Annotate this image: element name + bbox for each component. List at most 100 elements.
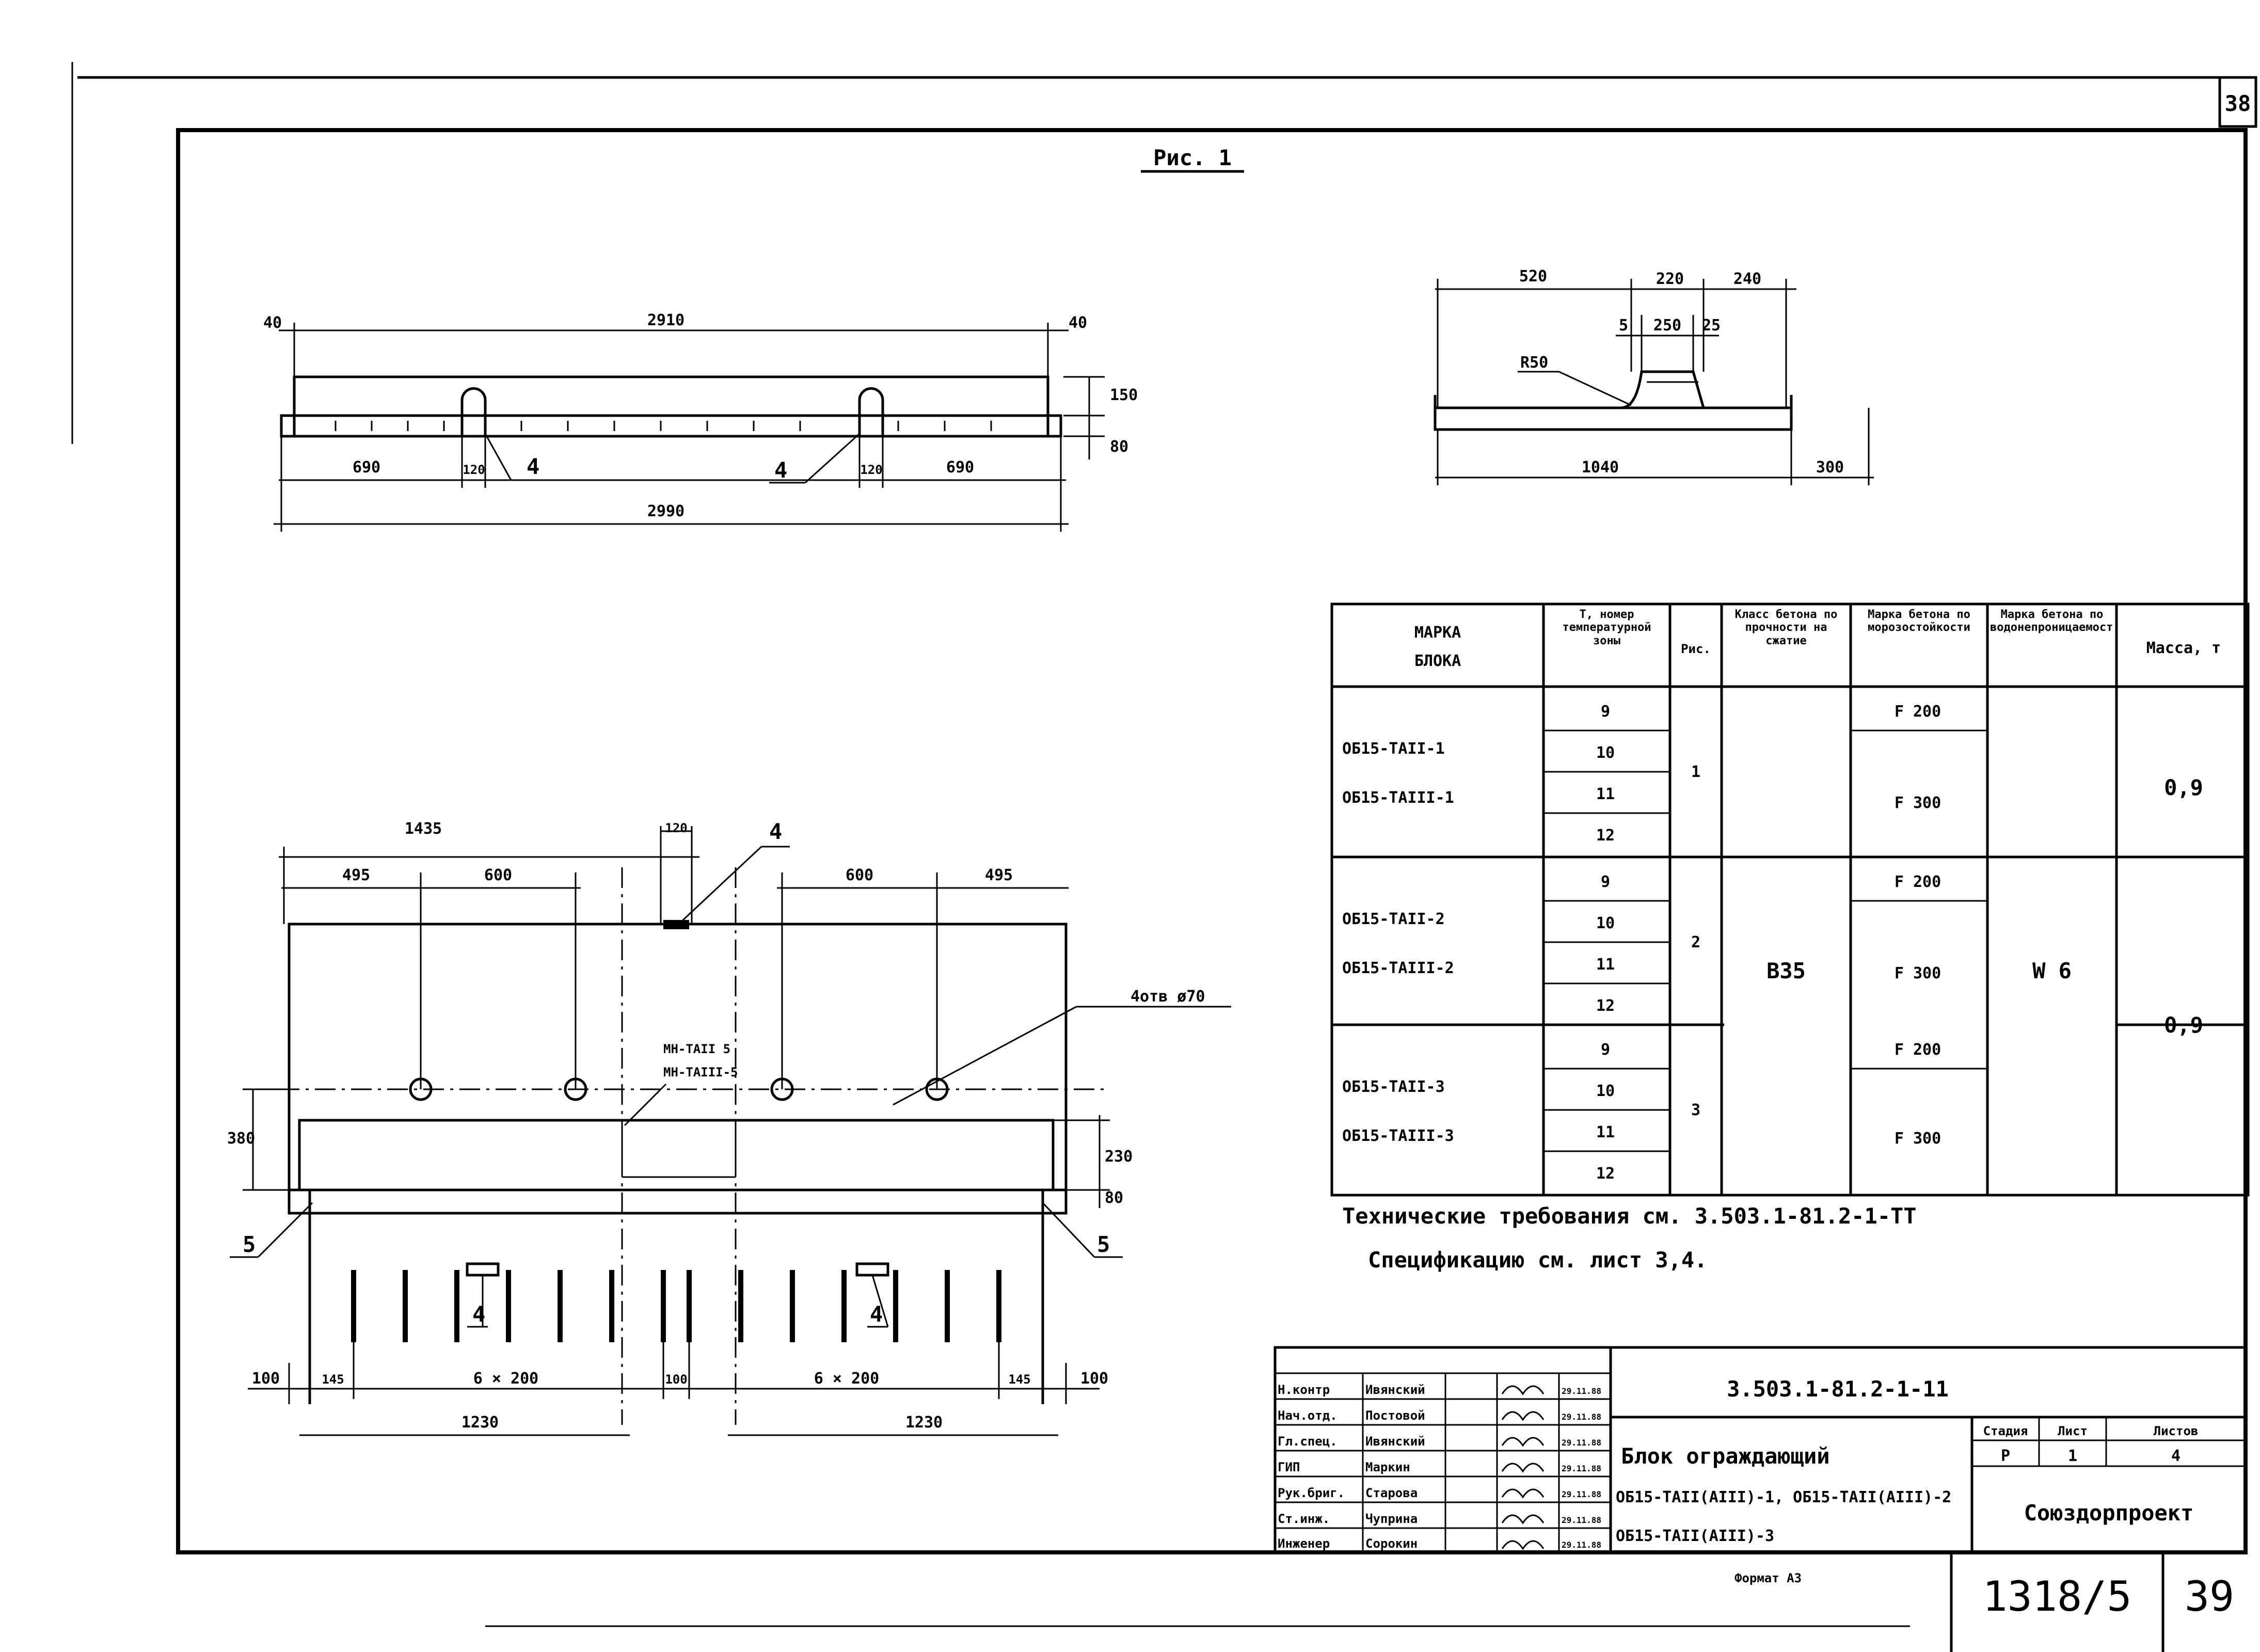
plan-holes-label: 4отв ø70	[1131, 988, 1205, 1006]
th-zone: T, номер температурной зоны	[1562, 608, 1651, 647]
g3-fig: 3	[1691, 1101, 1700, 1119]
side-dim-120-left: 120	[463, 463, 485, 477]
notes: Технические требования см. 3.503.1-81.2-…	[1342, 1203, 1917, 1273]
plan-leader-4-top: 4	[769, 819, 782, 844]
stamp-sheet: 1	[2068, 1447, 2077, 1465]
plan-mn-label-2: МН-ТАIII-5	[663, 1065, 738, 1079]
stamp-role-5: Рук.бриг.	[1278, 1486, 1345, 1500]
stamp-role-2: Нач.отд.	[1278, 1408, 1338, 1423]
plan-leader-4-bottom-right: 4	[870, 1301, 883, 1327]
section-radius-r50: R50	[1520, 354, 1548, 372]
plan-dim-100-left: 100	[252, 1370, 280, 1388]
g1-mark-1: ОБ15-ТАII-1	[1342, 740, 1445, 758]
side-dim-690-right: 690	[946, 458, 974, 476]
spec-table: МАРКА БЛОКА T, номер температурной зоны …	[1330, 602, 2250, 1197]
plan-dim-100-right: 100	[1080, 1370, 1108, 1388]
bottom-strip: Формат А3 1318/5 39	[485, 1554, 2234, 1652]
plan-dim-1435: 1435	[405, 820, 442, 838]
g3-zone-10: 10	[1596, 1082, 1615, 1100]
stamp-org: Союздорпроект	[2024, 1500, 2194, 1526]
g2-zone-12: 12	[1596, 997, 1615, 1015]
th-water-box: Марка бетона по водонепроницаемости	[1990, 608, 2114, 634]
stamp-role-4: ГИП	[1278, 1460, 1300, 1474]
stamp-date-6: 29.11.88	[1562, 1515, 1601, 1525]
stamp-date-7: 29.11.88	[1562, 1540, 1601, 1550]
concrete-class: В35	[1766, 958, 1806, 983]
top-sheet-number: 38	[2225, 91, 2251, 116]
g1-zone-10: 10	[1596, 744, 1615, 762]
g2-frost-300: F 300	[1895, 964, 1941, 982]
section-dim-1040: 1040	[1582, 458, 1619, 476]
section-dim-300: 300	[1816, 458, 1844, 476]
section-dim-520: 520	[1519, 267, 1547, 285]
plan-dim-145-right: 145	[1008, 1372, 1030, 1387]
stamp-role-7: Инженер	[1278, 1536, 1330, 1551]
format-label: Формат А3	[1734, 1571, 1802, 1585]
section-view: 520 220 240 5 250 25 R50 1040 300	[1434, 267, 1874, 485]
plan-dim-80: 80	[1105, 1189, 1123, 1207]
side-leader-4-right: 4	[774, 457, 787, 483]
th-frost: Марка бетона по морозостойкости	[1868, 608, 1970, 634]
water-resistance: W 6	[2032, 958, 2072, 983]
g1-zone-12: 12	[1596, 827, 1615, 845]
th-mass: Масса, т	[2146, 639, 2221, 657]
th-zone-box: T, номер температурной зоны	[1562, 608, 1651, 647]
side-dim-2990: 2990	[647, 502, 685, 520]
section-dim-250: 250	[1653, 316, 1681, 335]
plan-dim-600-left: 600	[484, 866, 512, 884]
side-dim-120-right: 120	[860, 463, 882, 477]
plan-dim-1230-left: 1230	[461, 1413, 499, 1432]
section-dim-25: 25	[1702, 316, 1721, 335]
g2-fig: 2	[1691, 933, 1700, 951]
stamp-subtitle-1: ОБ15-ТАII(АIII)-1, ОБ15-ТАII(АIII)-2	[1616, 1488, 1951, 1506]
th-frost-box: Марка бетона по морозостойкости	[1868, 608, 1970, 634]
g1-zone-9: 9	[1601, 703, 1610, 721]
plan-dim-495-left: 495	[342, 866, 370, 884]
doc-number: 1318/5	[1983, 1572, 2132, 1621]
side-dim-40-left: 40	[263, 314, 282, 332]
stamp-name-3: Ивянский	[1365, 1434, 1425, 1449]
note-specification: Спецификацию см. лист 3,4.	[1368, 1247, 1707, 1273]
side-leader-4-left: 4	[527, 454, 539, 479]
stamp-subtitle-2: ОБ15-ТАII(АIII)-3	[1616, 1527, 1774, 1545]
plan-dim-230: 230	[1105, 1148, 1133, 1166]
side-dim-40-right: 40	[1069, 314, 1087, 332]
plan-dim-495-right: 495	[985, 866, 1013, 884]
g3-zone-11: 11	[1596, 1123, 1615, 1141]
title-block: Н.контр Ивянский 29.11.88 Нач.отд. Посто…	[1274, 1346, 2247, 1554]
stamp-name-7: Сорокин	[1365, 1536, 1418, 1551]
g3-frost-300: F 300	[1895, 1130, 1941, 1148]
stamp-date-3: 29.11.88	[1562, 1438, 1601, 1448]
stamp-date-2: 29.11.88	[1562, 1412, 1601, 1422]
stamp-name-1: Ивянский	[1365, 1383, 1425, 1397]
side-dim-2910: 2910	[647, 311, 685, 329]
g3-frost-200: F 200	[1895, 1041, 1941, 1059]
plan-view: 1435 120 495 600 600 495 4 4отв ø70 МН-Т…	[227, 819, 1231, 1436]
th-water: Марка бетона по водонепроницаемости	[1990, 608, 2114, 634]
plan-rebars	[351, 1270, 1001, 1342]
loop-right	[858, 387, 884, 436]
mass-2: 0,9	[2164, 1012, 2203, 1038]
plan-leader-4-bottom-left: 4	[472, 1301, 485, 1327]
plan-leader-5-right: 5	[1097, 1232, 1110, 1257]
stamp-role-3: Гл.спец.	[1278, 1434, 1338, 1449]
g2-frost-200: F 200	[1895, 873, 1941, 891]
g3-mark-1: ОБ15-ТАII-3	[1342, 1078, 1445, 1096]
stamp-name-6: Чуприна	[1365, 1512, 1418, 1526]
stamp-date-5: 29.11.88	[1562, 1489, 1601, 1499]
g3-mark-2: ОБ15-ТАIII-3	[1342, 1127, 1454, 1145]
stamp-sheet-label: Лист	[2058, 1424, 2088, 1438]
plan-dim-600-right: 600	[846, 866, 873, 884]
plan-dim-6x200-left: 6 × 200	[473, 1370, 538, 1388]
side-view: 40 2910 40 150 80 690 120 120 690 4 4 29…	[263, 311, 1138, 532]
section-rib	[1620, 370, 1705, 409]
g1-zone-11: 11	[1596, 785, 1615, 803]
side-dim-690-left: 690	[353, 458, 380, 476]
plan-leader-5-left: 5	[243, 1232, 256, 1257]
side-dim-150: 150	[1110, 386, 1138, 404]
g2-zone-11: 11	[1596, 956, 1615, 974]
zone-row-lines	[1543, 729, 1987, 1152]
mass-1: 0,9	[2164, 775, 2203, 800]
stamp-role-6: Ст.инж.	[1278, 1512, 1330, 1526]
